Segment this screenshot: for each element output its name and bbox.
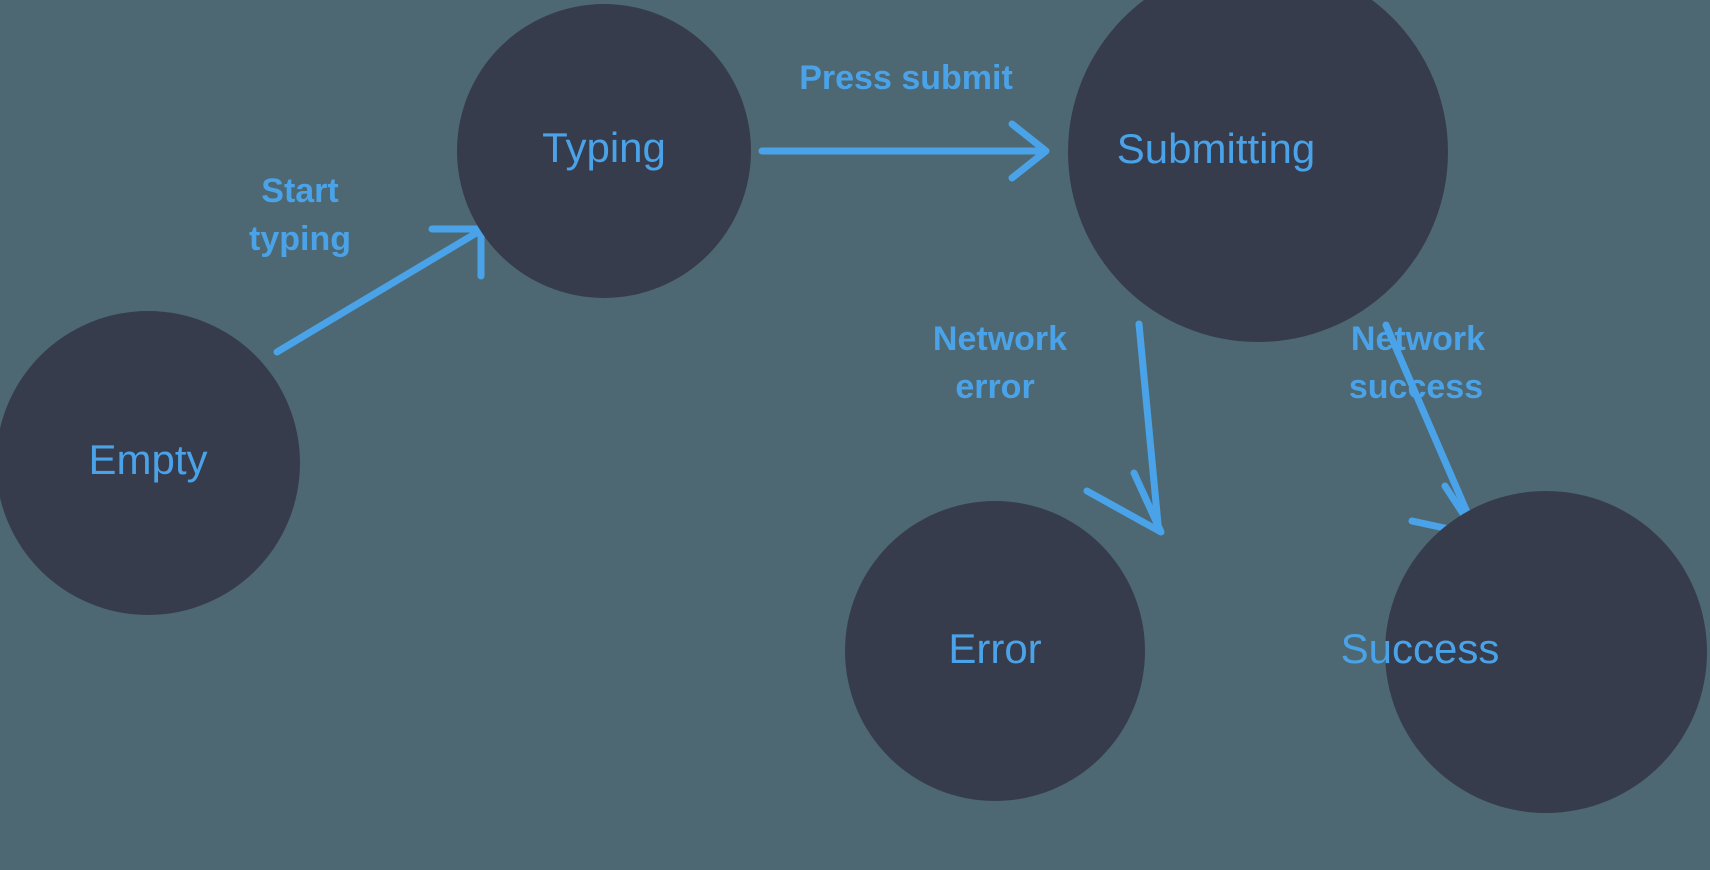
node-submitting-circle xyxy=(1068,0,1448,342)
edge-submitting-to-error[interactable] xyxy=(1083,320,1165,536)
node-submitting-label: Submitting xyxy=(1117,125,1315,172)
node-typing-circle xyxy=(457,4,751,298)
edge-line-start-typing xyxy=(273,228,482,356)
node-typing[interactable]: Typing xyxy=(457,4,751,298)
edge-label-start-typing-line2: typing xyxy=(249,220,351,258)
edge-label-network-success-line2: success xyxy=(1349,368,1483,406)
node-submitting[interactable]: Submitting xyxy=(1068,0,1448,342)
node-empty-circle xyxy=(0,311,300,615)
node-error[interactable]: Error xyxy=(845,501,1145,801)
node-success-label: Success xyxy=(1341,625,1500,672)
edge-label-network-error-line2: error xyxy=(955,368,1034,406)
arrowhead-press-submit xyxy=(1008,120,1050,182)
edge-label-press-submit-line1: Press submit xyxy=(799,59,1013,97)
edge-label-network-success-line1: Network xyxy=(1351,320,1485,358)
edge-line-network-success xyxy=(1382,321,1477,530)
node-typing-label: Typing xyxy=(542,124,666,171)
arrowhead-network-error xyxy=(1083,469,1165,536)
edge-label-press-submit: Press submit xyxy=(799,59,1013,97)
node-success[interactable]: Success xyxy=(1341,491,1707,813)
node-error-circle xyxy=(845,501,1145,801)
edge-typing-to-submitting[interactable] xyxy=(758,120,1050,182)
edge-label-network-error-line1: Network xyxy=(933,320,1067,358)
node-error-label: Error xyxy=(948,625,1041,672)
node-empty[interactable]: Empty xyxy=(0,311,300,615)
edge-label-start-typing: Start typing xyxy=(249,172,351,258)
node-success-circle xyxy=(1385,491,1707,813)
edge-label-network-error: Network error xyxy=(933,320,1067,406)
node-empty-label: Empty xyxy=(88,436,207,483)
edge-line-network-error xyxy=(1135,320,1162,528)
edge-label-network-success: Network success xyxy=(1349,320,1485,406)
edge-label-start-typing-line1: Start xyxy=(261,172,338,210)
